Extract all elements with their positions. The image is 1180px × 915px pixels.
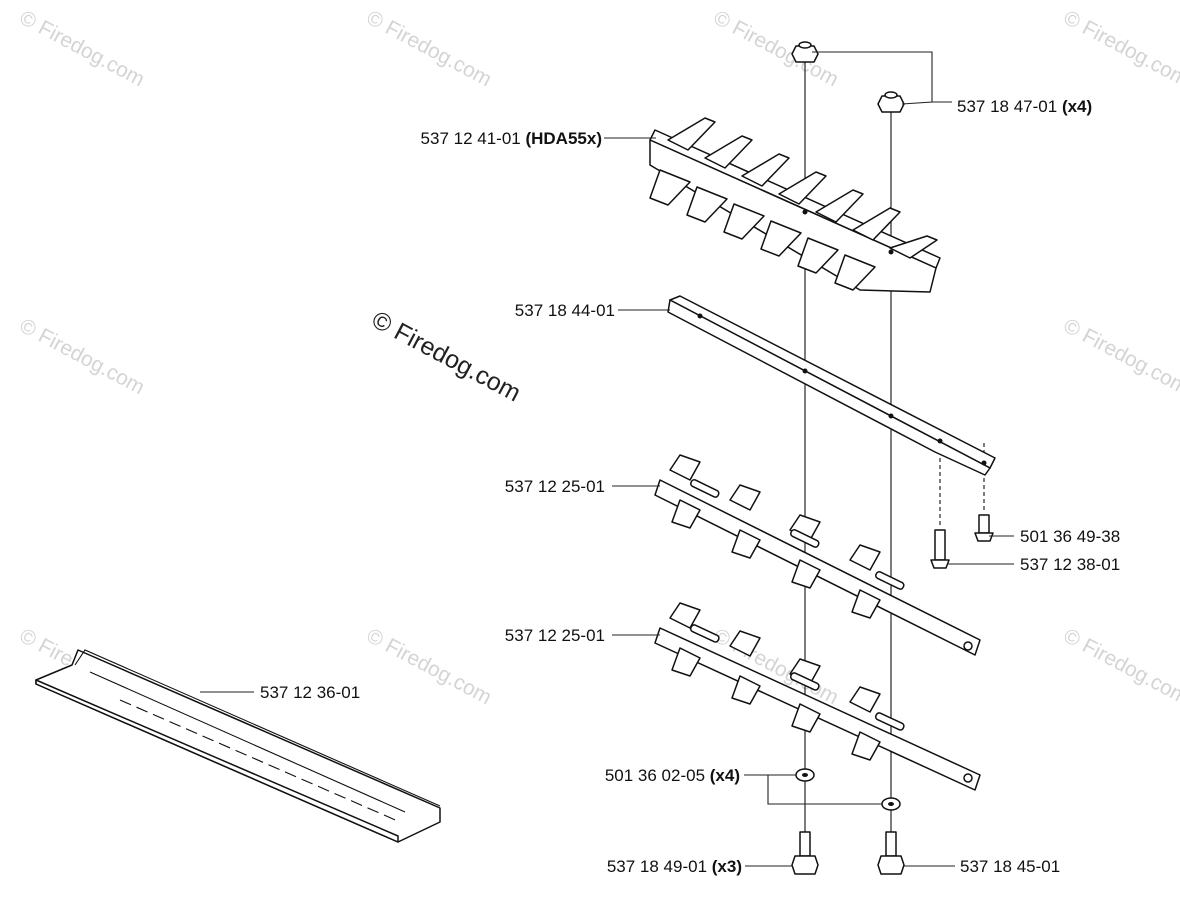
screw-long <box>930 529 950 569</box>
label-blade-guard: 537 12 36-01 <box>260 683 360 702</box>
label-bolt-left: 537 18 49-01 (x3) <box>607 857 742 876</box>
watermark: © Firedog.com <box>363 6 496 91</box>
label-cutter-blade-2: 537 12 25-01 <box>505 626 605 645</box>
watermark: © Firedog.com <box>1060 6 1180 91</box>
leader-washer <box>744 774 882 805</box>
hex-nut-right <box>877 91 905 113</box>
watermark: © Firedog.com <box>1060 624 1180 709</box>
leader-hexnut <box>812 51 933 105</box>
hex-nut-left <box>791 41 819 63</box>
watermark: © Firedog.com <box>16 314 149 399</box>
blade-guard <box>35 649 441 843</box>
cutter-blade-lower <box>654 602 981 791</box>
label-bolt-right: 537 18 45-01 <box>960 857 1060 876</box>
label-upper-blade: 537 12 41-01 (HDA55x) <box>421 129 602 148</box>
bolt-right <box>877 831 905 875</box>
label-screw-small: 501 36 49-38 <box>1020 527 1120 546</box>
watermark-main: © Firedog.com <box>367 306 525 408</box>
watermark: © Firedog.com <box>16 6 149 91</box>
label-guide-bar: 537 18 44-01 <box>515 301 615 320</box>
label-cutter-blade-1: 537 12 25-01 <box>505 477 605 496</box>
watermark: © Firedog.com <box>363 624 496 709</box>
upper-blade <box>649 117 941 293</box>
bolt-left <box>791 831 819 875</box>
screw-small <box>974 514 994 542</box>
washer-left <box>795 768 815 782</box>
watermark: © Firedog.com <box>710 6 843 91</box>
label-hexnut: 537 18 47-01 (x4) <box>957 97 1092 116</box>
cutter-blade-upper <box>654 454 981 656</box>
guide-bar <box>667 295 996 476</box>
label-screw-long: 537 12 38-01 <box>1020 555 1120 574</box>
label-washer: 501 36 02-05 (x4) <box>605 766 740 785</box>
washer-right <box>881 797 901 811</box>
watermark: © Firedog.com <box>1060 314 1180 399</box>
